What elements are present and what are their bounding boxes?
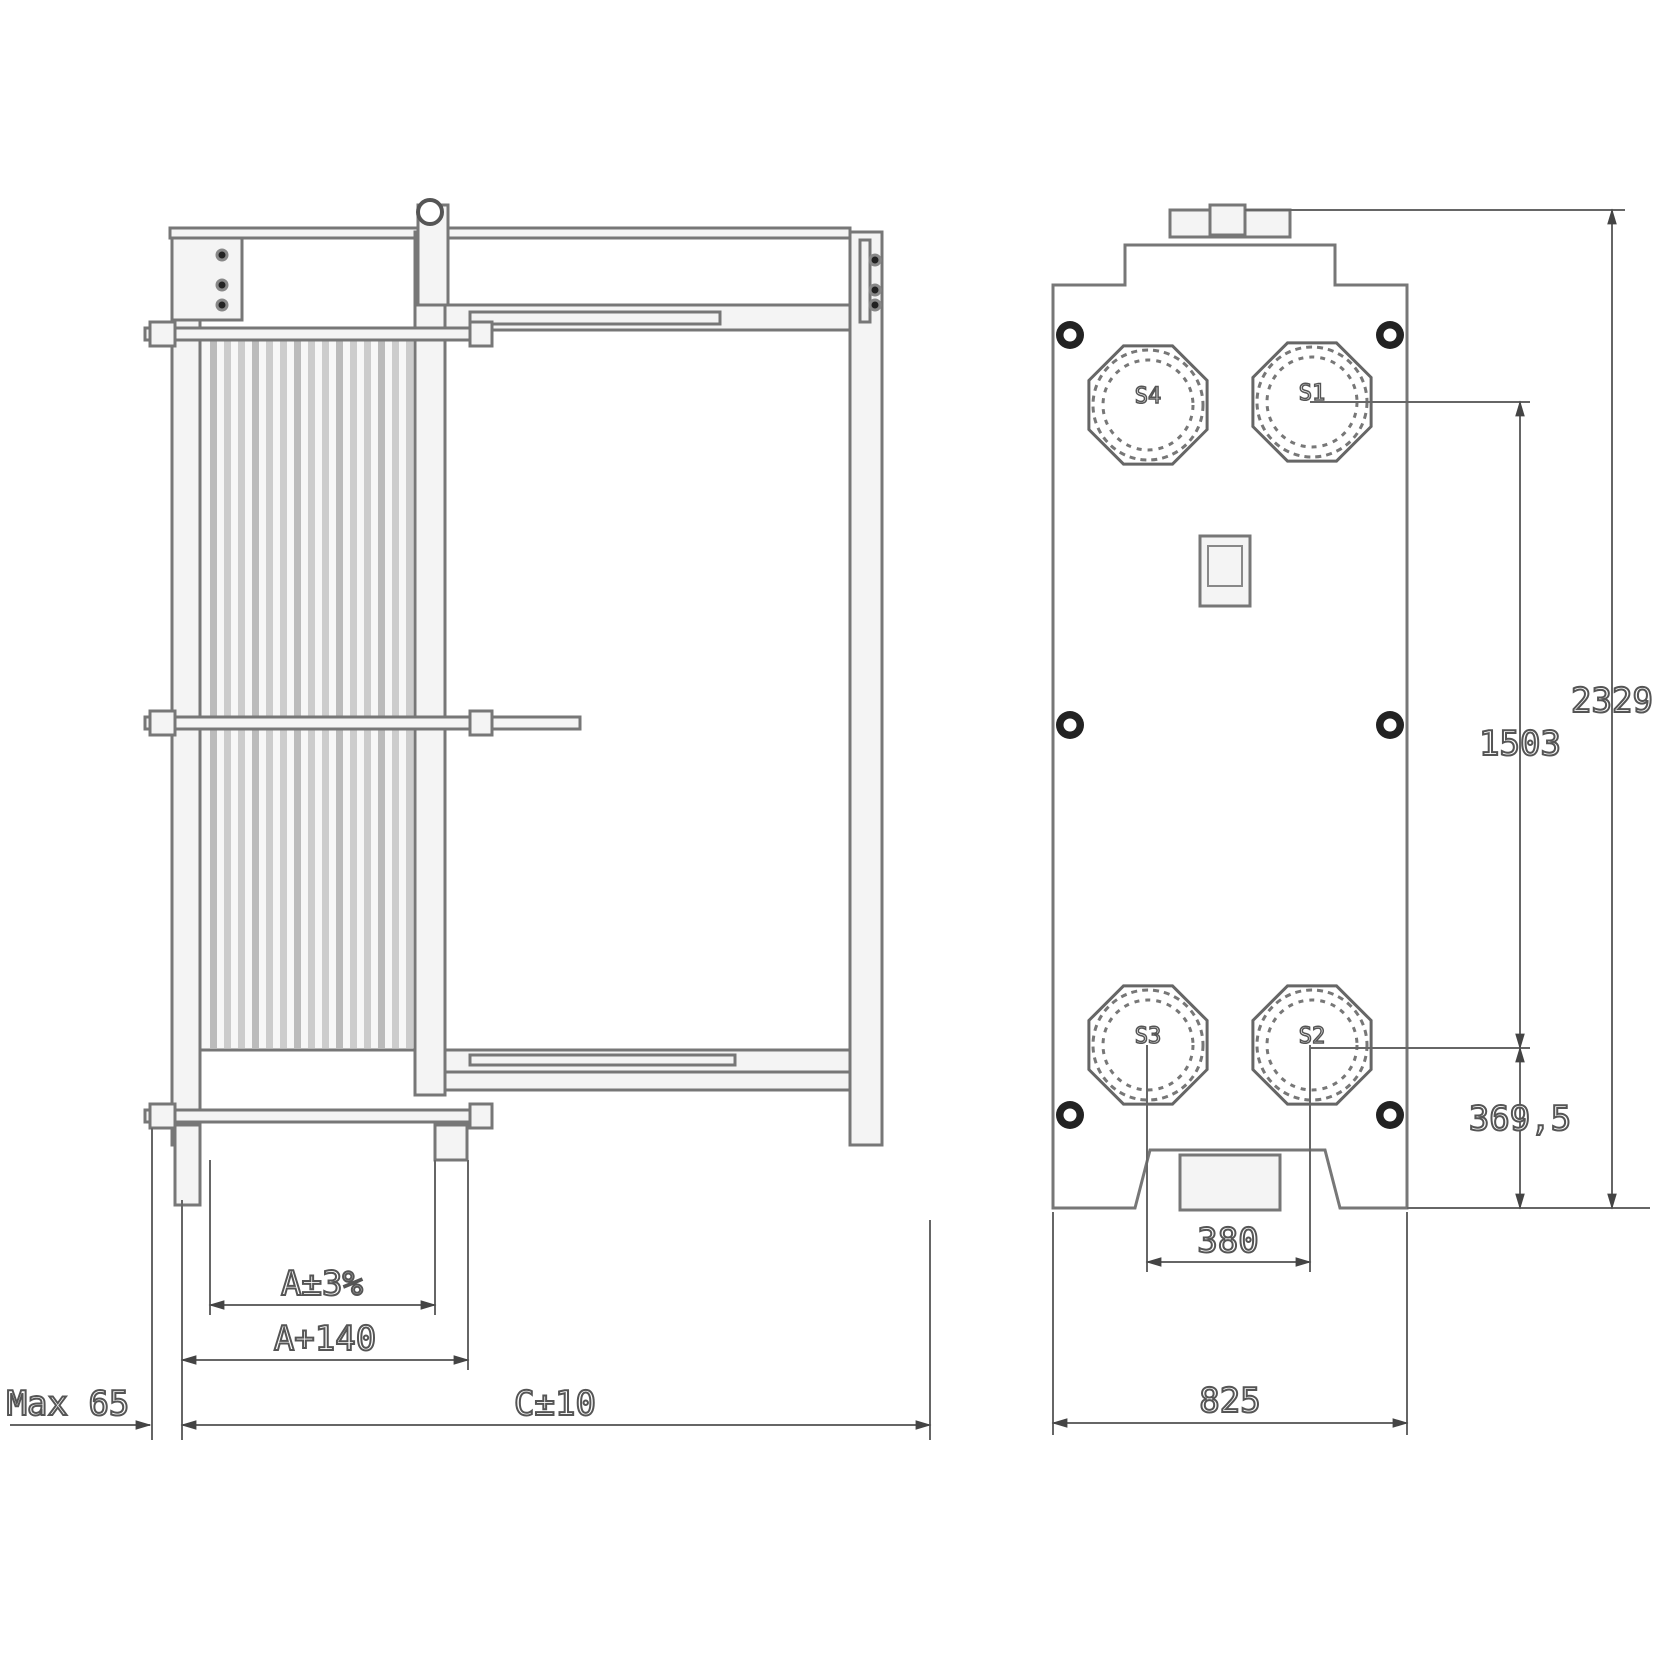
- tie-bolts: [143, 320, 582, 1130]
- bolt-icon: [1376, 711, 1404, 739]
- bolt-icon: [1376, 321, 1404, 349]
- plate-stripe: [252, 332, 259, 1048]
- port-label: S4: [1135, 384, 1162, 409]
- port-label: S2: [1299, 1024, 1326, 1049]
- support-column: [848, 230, 884, 1147]
- dim-height: 2329: [1571, 681, 1653, 721]
- dim-a-plus: A+140: [274, 1319, 376, 1359]
- plate-stripe: [336, 332, 343, 1048]
- plate-stripe: [224, 332, 231, 1048]
- plate-stripe: [238, 332, 245, 1048]
- dim-width: 825: [1199, 1381, 1260, 1421]
- dim-a-tolerance: A±3%: [281, 1264, 363, 1304]
- frame-plate: [170, 236, 202, 1147]
- bolt-icon: [1056, 321, 1084, 349]
- dim-port-spacing-v: 1503: [1479, 724, 1561, 764]
- port-s2: S2: [1251, 984, 1373, 1106]
- bolt-icon: [1376, 1101, 1404, 1129]
- plate-stripe: [378, 332, 385, 1048]
- plate-stripe: [294, 332, 301, 1048]
- plate-stripe: [308, 332, 315, 1048]
- bottom-slot: [1178, 1153, 1282, 1212]
- plate-stripe: [406, 332, 413, 1048]
- plate-stripe: [280, 332, 287, 1048]
- side-view: A±3% A+140 C±10 Max 65: [6, 198, 932, 1440]
- plate-stripes: [210, 332, 413, 1048]
- top-carrying-bar: [168, 226, 852, 240]
- plate-stripe: [210, 332, 217, 1048]
- dim-c-tolerance: C±10: [514, 1384, 596, 1424]
- port-s3: S3: [1087, 984, 1209, 1106]
- pressure-plate: [413, 230, 447, 1097]
- frame-head-top: [170, 236, 244, 322]
- dim-bottom-offset: 369,5: [1469, 1099, 1571, 1139]
- port-label: S3: [1135, 1024, 1162, 1049]
- hanger-roller: [416, 198, 444, 226]
- bolt-icon: [1056, 1101, 1084, 1129]
- port-s4: S4: [1087, 344, 1209, 466]
- bolt-icon: [1056, 711, 1084, 739]
- clamp-bolts: [1056, 321, 1404, 1129]
- plate-stripe: [266, 332, 273, 1048]
- plate-stripe: [392, 332, 399, 1048]
- plate-stripe: [350, 332, 357, 1048]
- dim-max: Max 65: [7, 1384, 130, 1424]
- plate-stripe: [364, 332, 371, 1048]
- dim-port-spacing-h: 380: [1197, 1221, 1258, 1261]
- plate-stripe: [322, 332, 329, 1048]
